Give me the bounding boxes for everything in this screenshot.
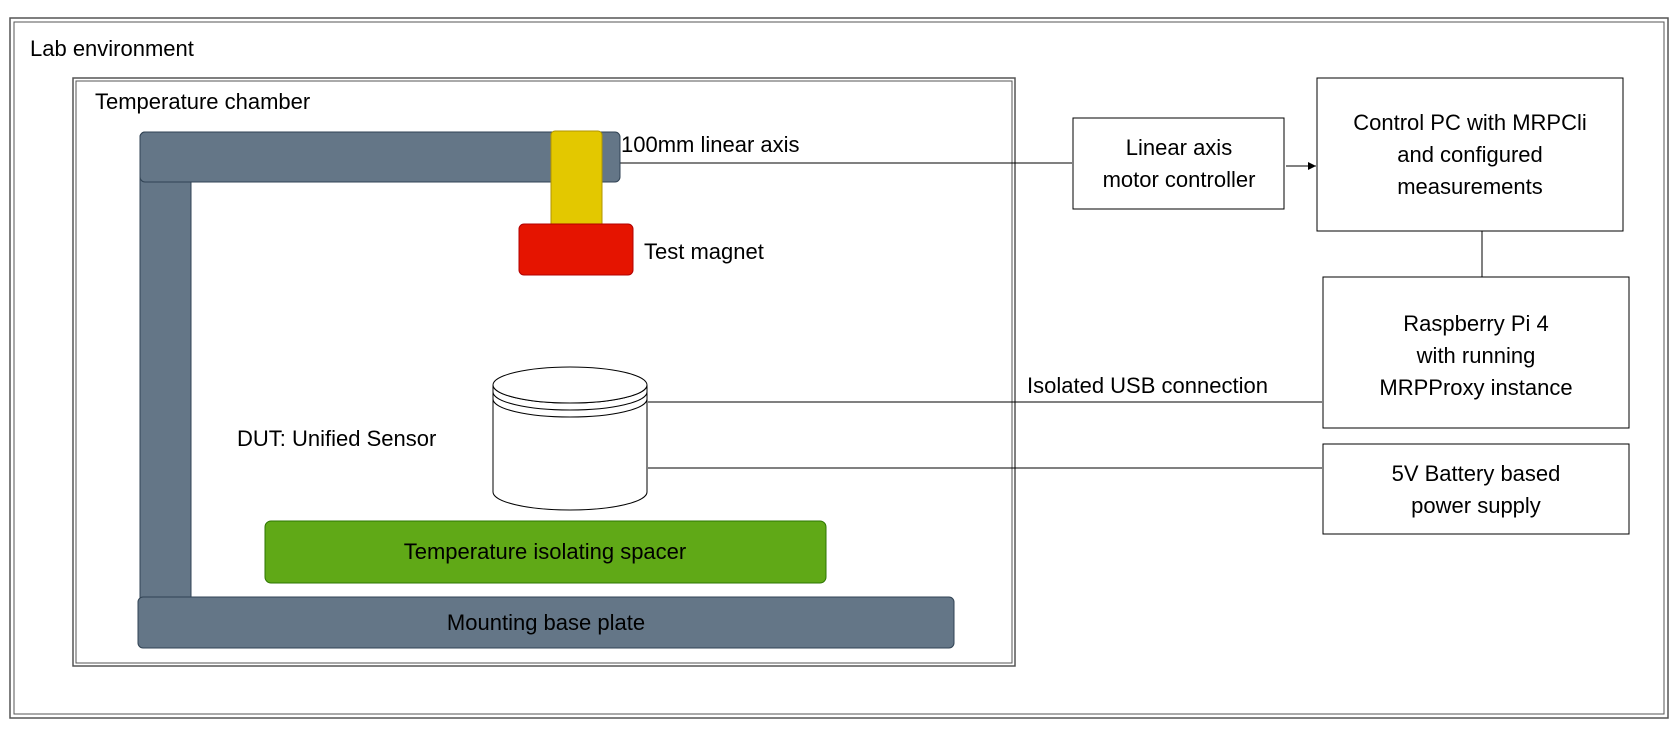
raspberry-pi-line-3: MRPProxy instance — [1379, 375, 1572, 400]
control-pc-line-3: measurements — [1397, 174, 1543, 199]
temperature-isolating-spacer — [264, 520, 827, 584]
top-frame-beam — [139, 131, 621, 183]
mounting-base-plate — [137, 596, 955, 649]
power-supply-line-1: 5V Battery based — [1392, 461, 1561, 486]
motor-controller-line-1: Linear axis — [1126, 135, 1232, 160]
vertical-frame-beam — [139, 131, 192, 649]
temperature-isolating-spacer-label: Temperature isolating spacer — [404, 539, 686, 564]
raspberry-pi-box: Raspberry Pi 4 with running MRPProxy ins… — [1322, 276, 1630, 429]
dut-cylinder — [492, 366, 648, 511]
linear-axis-label: 100mm linear axis — [621, 132, 800, 157]
control-pc-line-1: Control PC with MRPCli — [1353, 110, 1587, 135]
power-supply-line-2: power supply — [1411, 493, 1541, 518]
motor-controller-box: Linear axis motor controller — [1072, 117, 1285, 210]
control-pc-line-2: and configured — [1397, 142, 1543, 167]
usb-connection-label: Isolated USB connection — [1027, 373, 1268, 398]
lab-environment-label: Lab environment — [30, 36, 194, 61]
axis-frame: Mounting base plate — [137, 131, 955, 649]
test-magnet — [518, 223, 634, 276]
dut-label: DUT: Unified Sensor — [237, 426, 436, 451]
motor-controller-line-2: motor controller — [1103, 167, 1256, 192]
connection-lines — [605, 162, 1483, 469]
control-pc-box: Control PC with MRPCli and configured me… — [1316, 77, 1624, 232]
temperature-chamber-label: Temperature chamber — [95, 89, 310, 114]
raspberry-pi-line-1: Raspberry Pi 4 — [1403, 311, 1549, 336]
test-magnet-label: Test magnet — [644, 239, 764, 264]
linear-axis-carriage — [550, 130, 603, 230]
raspberry-pi-line-2: with running — [1416, 343, 1536, 368]
mounting-base-plate-label: Mounting base plate — [447, 610, 645, 635]
power-supply-box: 5V Battery based power supply — [1322, 443, 1630, 535]
